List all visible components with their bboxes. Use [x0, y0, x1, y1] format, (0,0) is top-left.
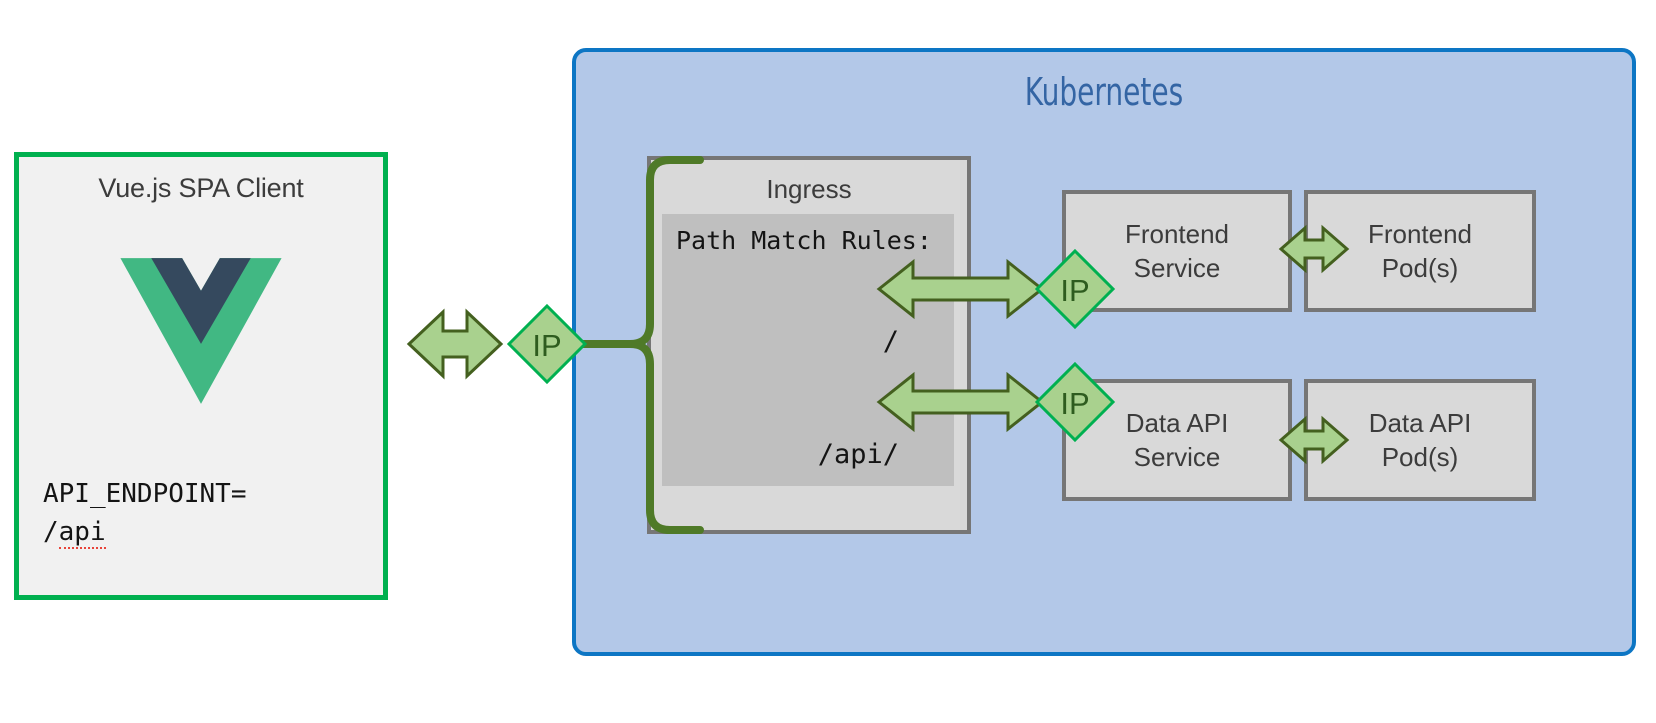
path-match-rules-heading: Path Match Rules:: [676, 226, 932, 255]
frontend-service-box: Frontend Service: [1062, 190, 1292, 312]
env-var-line-1: API_ENDPOINT=: [43, 479, 247, 509]
data-api-service-label: Data API Service: [1125, 408, 1229, 472]
path-match-rules-panel: Path Match Rules: / /api/: [662, 214, 954, 486]
ingress-box: Ingress Path Match Rules: / /api/: [647, 156, 971, 534]
path-rule-api: /api/: [817, 439, 899, 470]
data-api-pods-label: Data API Pod(s): [1368, 408, 1472, 472]
frontend-service-label: Frontend Service: [1124, 219, 1230, 283]
client-title: Vue.js SPA Client: [98, 173, 304, 203]
path-rule-root: /: [882, 326, 899, 357]
kubernetes-title: Kubernetes: [1024, 70, 1184, 114]
vue-logo-icon: [120, 258, 282, 404]
api-endpoint-env-var: API_ENDPOINT= /api: [43, 475, 247, 551]
data-api-pods-box: Data API Pod(s): [1304, 379, 1536, 501]
arrow-client-to-cluster: [406, 308, 504, 380]
ip-diamond-label: IP: [532, 328, 561, 363]
data-api-service-box: Data API Service: [1062, 379, 1292, 501]
vuejs-spa-client-box: Vue.js SPA Client API_ENDPOINT= /api: [14, 152, 388, 600]
env-var-path-word: api: [58, 517, 106, 549]
env-var-path-slash: /: [43, 517, 59, 547]
frontend-pods-label: Frontend Pod(s): [1367, 219, 1473, 283]
ingress-title: Ingress: [766, 174, 852, 204]
frontend-pods-box: Frontend Pod(s): [1304, 190, 1536, 312]
